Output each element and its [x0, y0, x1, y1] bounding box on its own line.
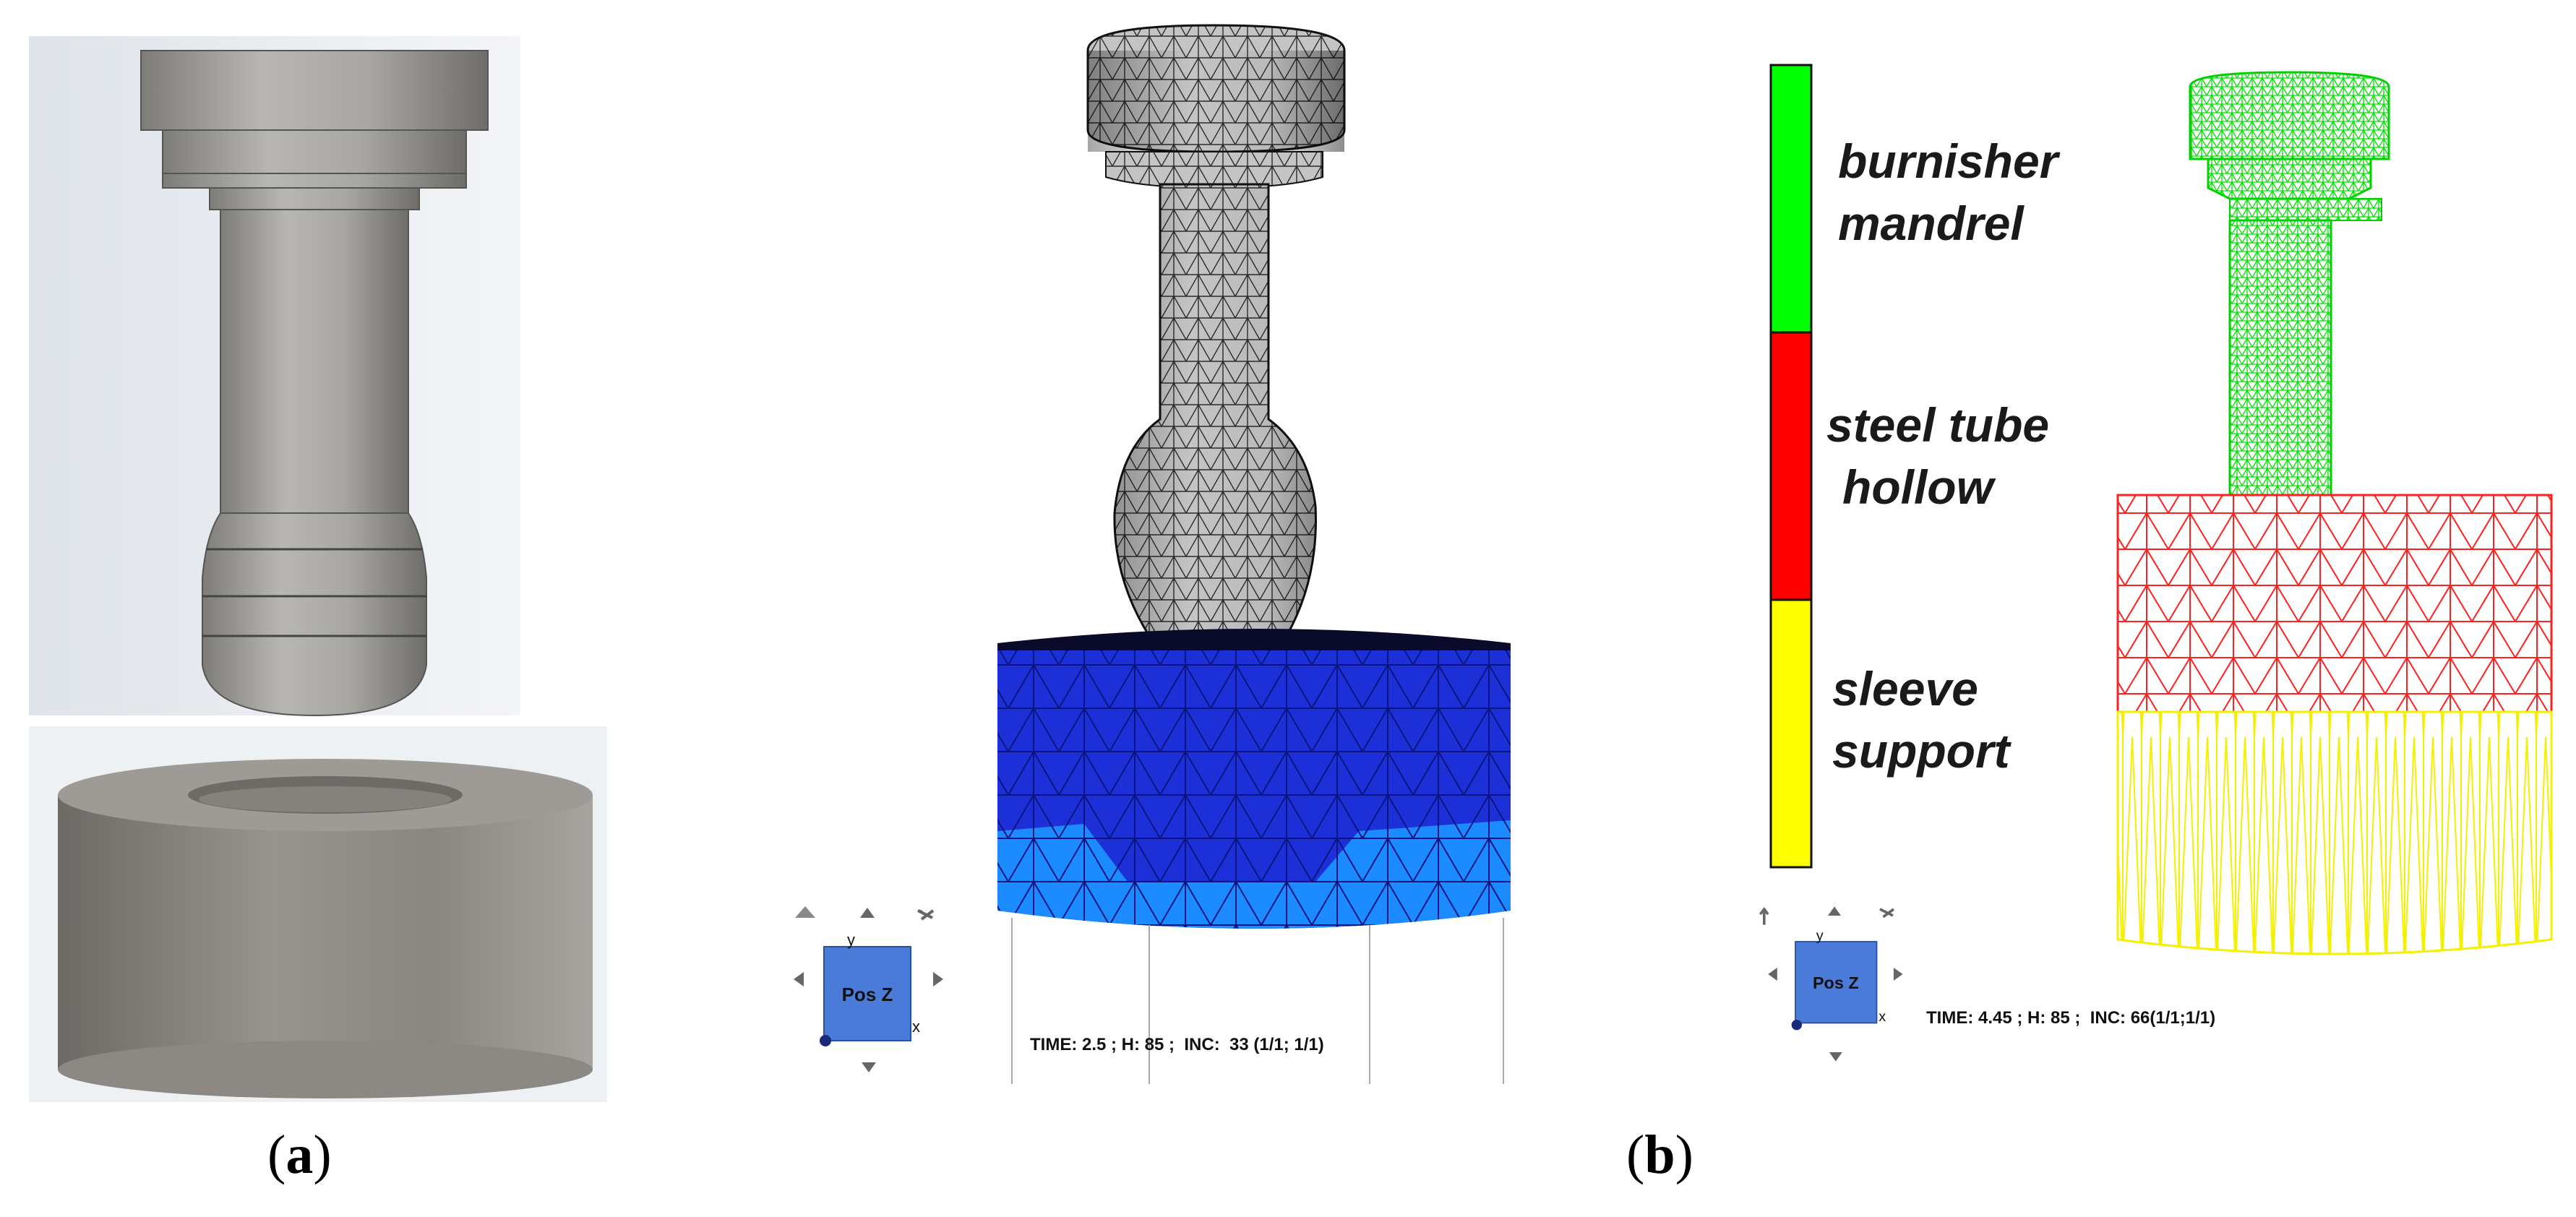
nav-rotate-icon[interactable] — [1879, 908, 1894, 919]
parts-tube-red — [2116, 494, 2553, 713]
axis-x-label: x — [912, 1018, 920, 1036]
nav-cube-right[interactable]: Pos Z y x — [1759, 906, 1903, 1062]
legend-mandrel-line1: burnisher — [1838, 134, 2058, 188]
axis-origin — [820, 1035, 831, 1046]
legend-bar — [1769, 64, 1813, 869]
nav-rotate-icon[interactable] — [917, 909, 935, 921]
panel-b-mesh-simulation: Pos Z y x — [794, 24, 1511, 1084]
mesh-guide-lines — [1011, 918, 1504, 1084]
nav-cube-face[interactable] — [1795, 941, 1878, 1024]
nav-arrow-up-icon[interactable] — [795, 906, 815, 918]
axis-x-label: x — [1879, 1009, 1886, 1025]
legend-tube-line1: steel tube — [1826, 398, 2050, 452]
nav-cube-face[interactable] — [823, 946, 911, 1041]
nav-arrow-right-icon[interactable] — [933, 972, 943, 986]
legend-label-sleeve: sleeve support — [1832, 658, 2010, 782]
legend-swatch-sleeve — [1769, 598, 1813, 869]
axis-y-label: y — [847, 931, 855, 949]
caption-b: (b) — [1626, 1124, 1693, 1185]
legend-label-tube: steel tube hollow — [1826, 394, 2049, 518]
nav-cube-label: Pos Z — [1813, 973, 1859, 992]
nav-arrow-left-icon[interactable] — [1768, 968, 1777, 981]
parts-mandrel-green — [2189, 71, 2390, 496]
nav-arrow-up-small-icon[interactable] — [1828, 906, 1841, 916]
legend-swatch-mandrel — [1769, 64, 1813, 334]
nav-cube-mid[interactable]: Pos Z y x — [794, 906, 943, 1072]
nav-cube-label: Pos Z — [842, 984, 893, 1005]
cad-mandrel — [140, 50, 489, 717]
mesh-mandrel — [1086, 24, 1346, 637]
legend-swatch-tube — [1769, 331, 1813, 601]
axis-origin — [1791, 1020, 1802, 1031]
legend-label-mandrel: burnisher mandrel — [1838, 130, 2058, 254]
legend-sleeve-line2: support — [1832, 724, 2010, 778]
nav-arrow-up-small-icon[interactable] — [860, 908, 875, 918]
panel-b-parts: Pos Z y x — [1759, 64, 2553, 1062]
nav-arrow-down-icon[interactable] — [1829, 1052, 1842, 1062]
nav-arrow-up-icon[interactable] — [1759, 907, 1769, 925]
panel-a-cad-model — [29, 36, 607, 1102]
legend-sleeve-line1: sleeve — [1832, 662, 1978, 715]
sim-mid-info: TIME: 2.5 ; H: 85 ; INC: 33 (1/1; 1/1) — [1030, 1035, 1324, 1054]
caption-a: (a) — [267, 1124, 332, 1185]
mesh-sleeve-blue — [997, 629, 1511, 929]
parts-sleeve-yellow — [2116, 710, 2553, 955]
legend-tube-line2: hollow — [1842, 460, 1993, 514]
nav-arrow-left-icon[interactable] — [794, 972, 804, 986]
nav-arrow-down-icon[interactable] — [862, 1062, 876, 1072]
nav-arrow-right-icon[interactable] — [1893, 968, 1903, 981]
cad-sleeve — [58, 759, 593, 1098]
axis-y-label: y — [1816, 928, 1824, 944]
legend-mandrel-line2: mandrel — [1838, 197, 2024, 250]
sim-right-info: TIME: 4.45 ; H: 85 ; INC: 66(1/1;1/1) — [1926, 1008, 2216, 1028]
